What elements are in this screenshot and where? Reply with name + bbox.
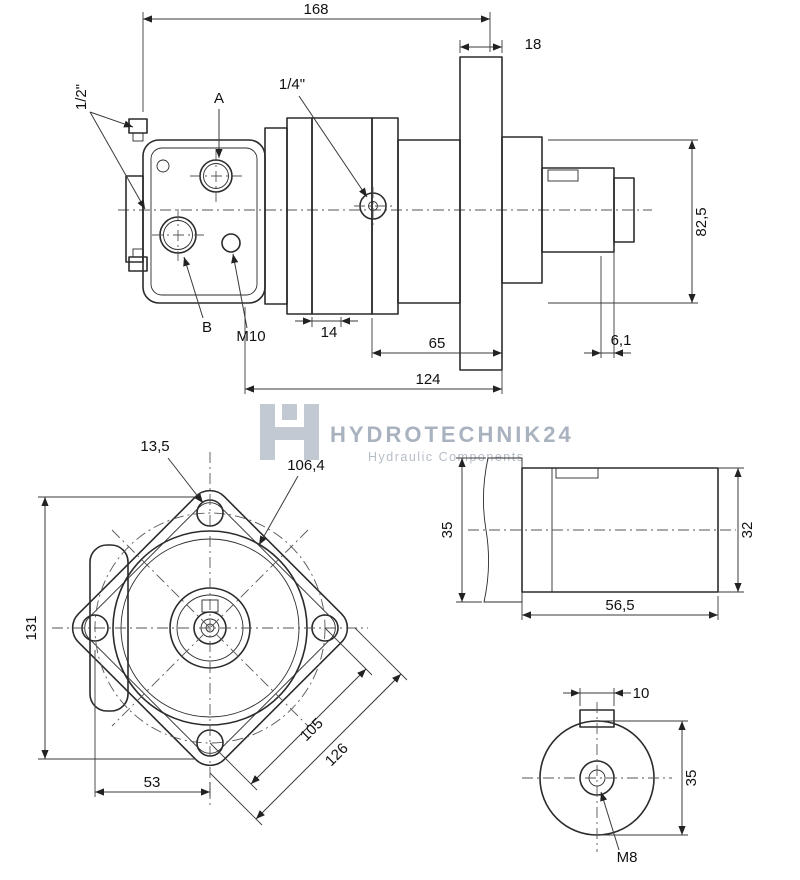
dim-18-text: 18 [525,36,542,53]
dim-6-1: 6,1 [584,246,631,358]
gerotor-section [311,117,373,315]
dim-14: 14 [295,317,358,341]
dim-124: 124 [244,307,503,394]
side-port-boss [125,175,144,263]
label-port-a: A [214,90,224,158]
label-port-b: B [183,256,212,336]
m8-text: M8 [617,849,638,866]
watermark: HYDROTECHNIK24 Hydraulic Components [260,404,574,464]
bottom-plug-neck [132,248,144,258]
quarter-inch-text: 1/4" [279,76,305,93]
front-view: 131 53 13,5 106,4 105 [23,438,408,826]
logo-crossbar [275,427,304,440]
shaft-section-hatch [482,457,523,603]
port-end-cover-inner [150,147,258,296]
end-plate [264,127,288,305]
dim-106-4: 106,4 [258,457,325,546]
logo-mark [260,404,275,460]
dim-10-text: 10 [633,685,650,702]
label-m8: M8 [600,791,638,866]
front-diagonal-2 [111,529,309,727]
dim-53-text: 53 [144,774,161,791]
dim-shaft-32-text: 32 [739,522,756,539]
watermark-tagline: Hydraulic Components [368,450,524,464]
dim-13-5-text: 13,5 [140,438,169,455]
front-diagonal-1 [111,529,309,727]
logo-accent [282,404,297,420]
watermark-brand: HYDROTECHNIK24 [330,422,574,447]
dim-124-text: 124 [415,371,440,388]
shaft-key [547,169,579,182]
m10-hole [221,233,241,253]
dim-6-1-text: 6,1 [611,332,632,349]
dim-82-5: 82,5 [548,139,710,304]
small-bolt-hole [156,159,170,173]
port-a-thread [203,163,229,189]
spacer-plate [286,117,313,315]
dim-56-5: 56,5 [521,596,719,620]
dim-10: 10 [563,685,649,706]
label-half-inch: 1/2" [73,84,146,210]
motor-body [397,139,461,304]
shaft-end-view: 10 35 M8 [522,685,700,866]
top-plug-neck [132,132,144,142]
dim-82-5-text: 82,5 [693,207,710,236]
dim-106-4-text: 106,4 [287,457,325,474]
half-inch-text: 1/2" [73,84,90,110]
port-a-text: A [214,90,224,107]
bottom-plug [128,256,148,272]
shaft-end-step [613,177,635,243]
dim-56-5-text: 56,5 [605,597,634,614]
top-plug [128,118,148,134]
dim-end-35-text: 35 [683,770,700,787]
side-view: 168 18 82,5 14 [73,1,710,394]
dim-168: 168 [142,1,491,112]
dim-13-5: 13,5 [140,438,204,504]
shaft-detail-view: 35 32 56,5 [439,457,756,620]
dim-18: 18 [459,36,542,53]
dim-65: 65 [371,318,503,372]
port-b-thread [163,220,193,250]
dim-126-text: 126 [322,740,352,770]
dim-168-text: 168 [303,1,328,18]
mounting-flange [459,56,503,371]
dim-53: 53 [94,650,211,797]
logo-mark-right [304,404,319,460]
rear-plate [371,117,399,315]
m10-text: M10 [236,328,265,345]
shaft-cylinder [521,467,719,593]
dim-131: 131 [23,496,196,760]
port-b-text: B [202,319,212,336]
shaft-key-slot [555,467,599,479]
dim-131-text: 131 [23,615,40,640]
label-m10: M10 [231,253,266,345]
dim-shaft-32: 32 [718,467,756,593]
dim-14-text: 14 [321,324,338,341]
dim-shaft-35-text: 35 [439,522,456,539]
dim-shaft-35: 35 [439,457,486,603]
dim-65-text: 65 [429,335,446,352]
label-quarter-inch: 1/4" [279,76,368,198]
